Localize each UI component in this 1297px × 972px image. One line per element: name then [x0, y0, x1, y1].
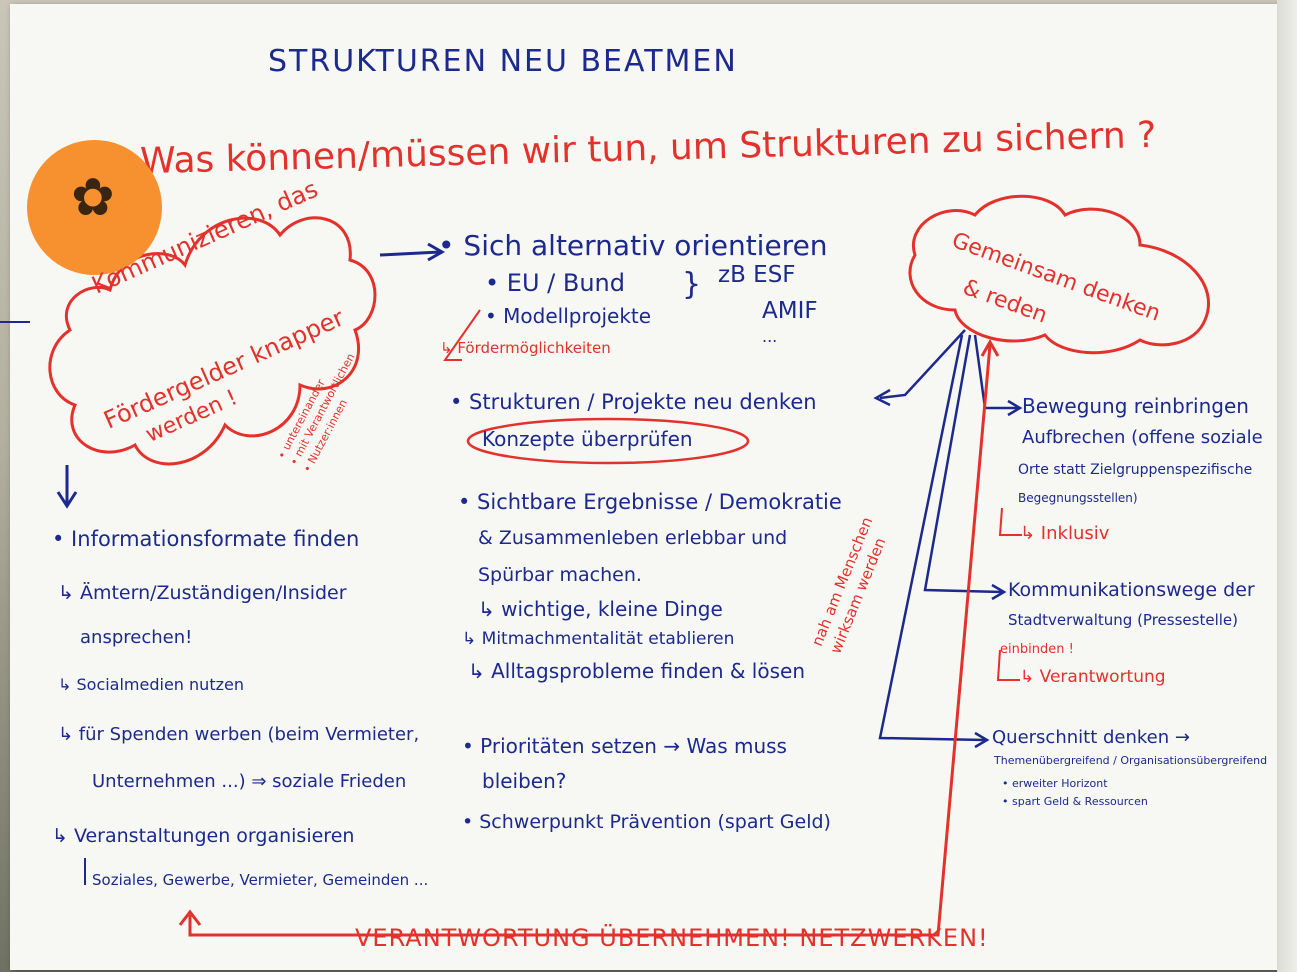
- right-item2-line2: Stadtverwaltung (Pressestelle): [1008, 611, 1238, 629]
- middle-item1-side3: ...: [762, 327, 778, 346]
- hook-verantwortung: [996, 649, 1020, 681]
- middle-item4: • Prioritäten setzen → Was muss: [462, 734, 787, 758]
- sun-sticker: ✿: [27, 140, 162, 275]
- left-item1: • Informationsformate finden: [52, 527, 360, 551]
- left-item1-sub1b: ansprechen!: [80, 627, 193, 648]
- middle-brace: }: [682, 267, 702, 302]
- middle-item2: • Strukturen / Projekte neu denken: [450, 390, 817, 414]
- middle-item3-sub2: ↳ Mitmachmentalität etablieren: [462, 629, 735, 649]
- middle-item2-sub: Konzepte überprüfen: [482, 427, 693, 451]
- konzepte-circle: [466, 417, 750, 465]
- flower-icon: ✿: [71, 168, 115, 228]
- right-item1-line3: Orte statt Zielgruppenspezifische: [1018, 462, 1253, 478]
- left-item1-sub2: ↳ Socialmedien nutzen: [58, 675, 244, 694]
- middle-item1: • Sich alternativ orientieren: [438, 229, 828, 262]
- right-item3-line2: Themenübergreifend / Organisationsübergr…: [994, 754, 1268, 767]
- left-item1-sub3b: Unternehmen ...) ⇒ soziale Frieden: [92, 771, 407, 792]
- middle-item3-sub3: ↳ Alltagsprobleme finden & lösen: [468, 659, 805, 683]
- arrow-to-alternativ: [379, 250, 441, 257]
- right-item2-line3: einbinden !: [1000, 642, 1074, 657]
- middle-item3-line2: & Zusammenleben erlebbar und: [478, 527, 788, 549]
- middle-item1-side2: AMIF: [762, 298, 818, 324]
- middle-item1-side1: zB ESF: [718, 262, 796, 288]
- middle-item3-sub1: ↳ wichtige, kleine Dinge: [478, 597, 723, 621]
- hook-inklusiv: [998, 507, 1022, 536]
- line-to-strukturen: [879, 329, 966, 400]
- left-item1-sub4b: Soziales, Gewerbe, Vermieter, Gemeinden …: [92, 871, 429, 889]
- left-item1-sub4: ↳ Veranstaltungen organisieren: [52, 825, 355, 847]
- right-item1-line2: Aufbrechen (offene soziale: [1022, 427, 1263, 448]
- adjacent-paper-edge: [1277, 0, 1297, 972]
- line-to-kommunikation: [923, 334, 1003, 594]
- red-loop: [188, 344, 992, 937]
- footer-callout: VERANTWORTUNG ÜBERNEHMEN! NETZWERKEN!: [355, 924, 989, 952]
- line-to-bewegung: [973, 334, 1018, 410]
- middle-item5: • Schwerpunkt Prävention (spart Geld): [462, 811, 831, 833]
- arrow-foerder: [443, 309, 481, 361]
- right-item2: Kommunikationswege der: [1008, 579, 1255, 601]
- middle-item1-sub2: • Modellprojekte: [485, 304, 652, 328]
- left-item1-sub1: ↳ Ämtern/Zuständigen/Insider: [58, 582, 347, 604]
- right-cloud-outline: [908, 194, 1211, 355]
- right-item2-note: ↳ Verantwortung: [1020, 667, 1166, 687]
- middle-item1-sub1: • EU / Bund: [485, 269, 625, 297]
- right-item1-line4: Begegnungsstellen): [1018, 491, 1138, 505]
- right-item1-note: ↳ Inklusiv: [1020, 523, 1110, 544]
- right-item3-line3: • erweiter Horizont: [1002, 777, 1108, 790]
- line-to-querschnitt: [878, 334, 986, 742]
- right-item3-line4: • spart Geld & Ressourcen: [1002, 795, 1148, 808]
- left-item1-sub3: ↳ für Spenden werben (beim Vermieter,: [58, 724, 420, 745]
- middle-item1-note: ↳ Fördermöglichkeiten: [440, 339, 611, 357]
- middle-item3: • Sichtbare Ergebnisse / Demokratie: [458, 490, 842, 514]
- flipchart-paper: [10, 4, 1282, 970]
- middle-item3-line3: Spürbar machen.: [478, 564, 642, 586]
- page-title: STRUKTUREN NEU BEATMEN: [268, 44, 738, 79]
- right-item3: Querschnitt denken →: [992, 727, 1190, 748]
- left-cloud-outline: [48, 216, 377, 466]
- right-item1: Bewegung reinbringen: [1022, 394, 1249, 418]
- middle-item4-line2: bleiben?: [482, 769, 567, 793]
